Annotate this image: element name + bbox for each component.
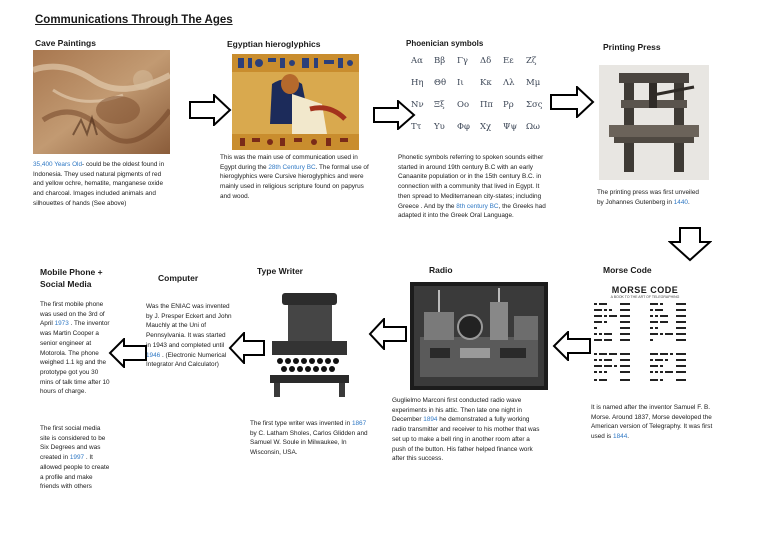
arrow-left-icon xyxy=(368,318,407,350)
typewriter-description: The first type writer was invented in 18… xyxy=(250,420,368,457)
alphabet-cell: Δδ xyxy=(480,56,492,66)
alphabet-cell: Θθ xyxy=(434,78,447,88)
heading-computer: Computer xyxy=(158,273,199,283)
heading-mobile-line1: Mobile Phone + xyxy=(40,267,103,277)
alphabet-cell: Ρρ xyxy=(503,100,514,110)
alphabet-cell: Ιι xyxy=(457,78,464,88)
alphabet-cell: Φφ xyxy=(457,122,470,132)
arrow-left-icon xyxy=(228,332,265,364)
alphabet-cell: Ωω xyxy=(526,122,540,132)
alphabet-cell: Ττ xyxy=(411,122,422,132)
arrow-left-icon xyxy=(108,338,147,368)
alphabet-cell: Αα xyxy=(411,56,423,66)
alphabet-cell: Ππ xyxy=(480,100,493,110)
mobile-phone-description: The first mobile phone was used on the 3… xyxy=(40,301,110,396)
arrow-down-icon xyxy=(668,227,712,262)
alphabet-cell: Γγ xyxy=(457,56,468,66)
computer-description: Was the ENIAC was invented by J. Presper… xyxy=(146,303,232,369)
arrow-right-icon xyxy=(373,100,416,130)
cave-description: 35,400 Years Old- could be the oldest fo… xyxy=(33,161,165,207)
heading-mobile-phone-social-media: Mobile Phone + Social Media xyxy=(40,266,103,290)
typewriter-image xyxy=(262,285,357,401)
heading-phoenician-symbols: Phoenician symbols xyxy=(406,39,484,48)
morse-chart-subtitle: A BOOK TO THE ART OF TELEGRAPHING xyxy=(610,295,680,299)
alphabet-cell: Σσς xyxy=(526,100,543,110)
social-media-description: The first social media site is considere… xyxy=(40,425,110,491)
alphabet-cell: Νν xyxy=(411,100,424,110)
alphabet-cell: Λλ xyxy=(503,78,515,88)
arrow-right-icon xyxy=(550,86,595,118)
printing-press-description: The printing press was first unveiled by… xyxy=(597,189,699,206)
radio-description: Guglielmo Marconi first conducted radio … xyxy=(392,397,540,463)
heading-printing-press: Printing Press xyxy=(603,42,661,52)
radio-image xyxy=(410,282,548,390)
alphabet-cell: Ββ xyxy=(434,56,446,66)
heading-type-writer: Type Writer xyxy=(257,266,303,276)
alphabet-cell: Μμ xyxy=(526,78,541,88)
alphabet-cell: Ψψ xyxy=(503,122,518,132)
alphabet-cell: Οο xyxy=(457,100,470,110)
heading-radio: Radio xyxy=(429,265,453,275)
alphabet-cell: Χχ xyxy=(480,122,492,132)
egypt-description: This was the main use of communication u… xyxy=(220,154,369,200)
printing-press-image xyxy=(599,65,709,180)
heading-cave-paintings: Cave Paintings xyxy=(35,38,96,48)
alphabet-cell: Κκ xyxy=(480,78,492,88)
alphabet-cell: Εε xyxy=(503,56,514,66)
hieroglyphics-image xyxy=(232,54,359,150)
alphabet-cell: Υυ xyxy=(434,122,445,132)
page-title: Communications Through The Ages xyxy=(35,14,233,26)
alphabet-cell: Ηη xyxy=(411,78,424,88)
arrow-right-icon xyxy=(189,94,232,126)
heading-mobile-line2: Social Media xyxy=(40,279,92,289)
morse-code-description: It is named after the inventor Samuel F.… xyxy=(591,404,713,441)
heading-egyptian-hieroglyphics: Egyptian hieroglyphics xyxy=(227,39,321,49)
phoenician-description: Phonetic symbols referring to spoken sou… xyxy=(398,154,546,220)
alphabet-cell: Ζζ xyxy=(526,56,537,66)
morse-code-chart: MORSE CODE A BOOK TO THE ART OF TELEGRAP… xyxy=(590,282,700,394)
morse-chart-title: MORSE CODE xyxy=(611,285,679,295)
heading-morse-code: Morse Code xyxy=(603,265,652,275)
alphabet-cell: Ξξ xyxy=(434,100,445,110)
cave-painting-image xyxy=(33,50,170,154)
arrow-left-icon xyxy=(552,331,591,361)
